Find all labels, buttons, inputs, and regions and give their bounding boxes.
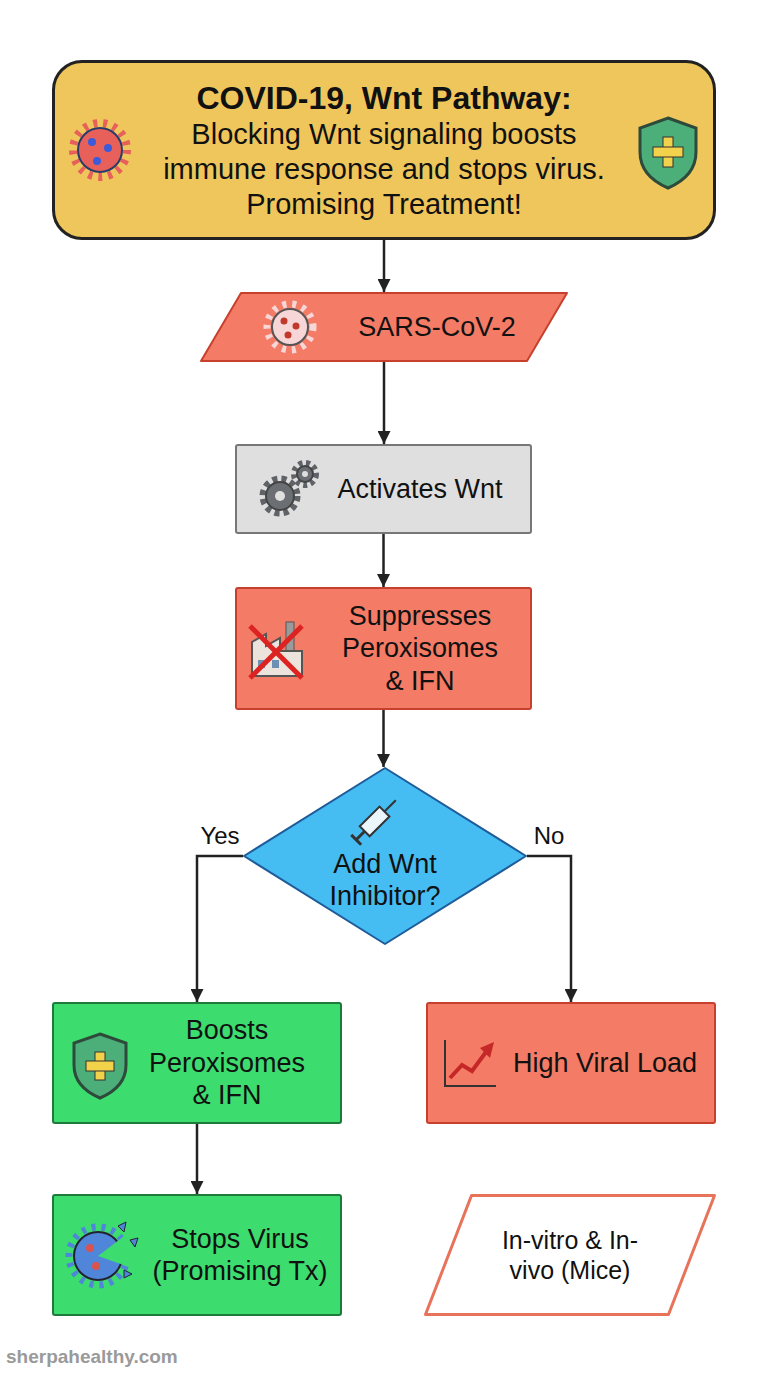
shield-icon: [86, 1061, 114, 1071]
flow-arrow: [382, 534, 385, 587]
virus-icon: [285, 332, 292, 339]
gear-icon: [266, 482, 294, 510]
outcome-box: High Viral Load: [426, 1002, 716, 1124]
virus-icon: [272, 309, 308, 345]
node-text: Blocking Wnt signaling boosts immune res…: [147, 117, 622, 221]
syringe-icon: [384, 800, 395, 811]
flow-arrow: [196, 1124, 199, 1194]
node-text: In-vitro & In-vivo (Mice): [490, 1225, 650, 1285]
gear-icon: [263, 479, 297, 513]
node-content: In-vitro & In-vivo (Mice): [424, 1194, 716, 1316]
chart-icon: [480, 1042, 494, 1058]
virus-destroyed-icon: [118, 1222, 126, 1232]
node-text: Stops Virus (Promising Tx): [140, 1223, 340, 1288]
flow-arrow: [197, 856, 243, 1002]
factory-icon: [272, 660, 279, 668]
virus-icon: [293, 323, 300, 330]
virus-destroyed-icon: [69, 1227, 127, 1285]
title-box: COVID-19, Wnt Pathway:Blocking Wnt signa…: [52, 60, 716, 240]
node-text: High Viral Load: [513, 1047, 697, 1079]
factory-icon: [250, 626, 302, 678]
shield-icon: [663, 137, 673, 167]
node-content: COVID-19, Wnt Pathway:Blocking Wnt signa…: [55, 63, 713, 237]
shield-icon: [74, 1034, 126, 1098]
syringe-icon: [360, 807, 390, 837]
node-text: Add Wnt Inhibitor?: [323, 848, 448, 913]
shield-icon: [640, 118, 696, 188]
node-content: Activates Wnt: [237, 446, 530, 532]
shape-outline: [201, 293, 567, 361]
factory-icon: [258, 660, 265, 668]
input-parallelogram: SARS-CoV-2: [200, 292, 568, 362]
virus-destroyed-icon: [69, 1222, 138, 1285]
flow-arrow: [527, 856, 571, 1002]
node-content: High Viral Load: [428, 1004, 714, 1122]
virus-icon: [93, 157, 101, 165]
virus-icon: [88, 138, 96, 146]
shield-icon: [640, 118, 696, 188]
outcome-box: Boosts Peroxisomes & IFN: [52, 1002, 342, 1124]
shape-outline: [244, 768, 526, 944]
shield-icon: [95, 1052, 105, 1080]
node-text: Suppresses Peroxisomes & IFN: [338, 600, 503, 697]
virus-icon: [73, 123, 127, 177]
process-box: Activates Wnt: [235, 444, 532, 534]
shield-icon: [653, 147, 683, 157]
node-content: SARS-CoV-2: [200, 292, 568, 362]
flow-arrow: [383, 240, 386, 292]
virus-destroyed-icon: [124, 1270, 132, 1278]
gear-icon: [275, 491, 285, 501]
branch-label: No: [534, 824, 565, 848]
branch-label: Yes: [200, 824, 239, 848]
node-heading: COVID-19, Wnt Pathway:: [196, 79, 571, 117]
gear-icon: [294, 463, 316, 485]
outcome-box: Stops Virus (Promising Tx): [52, 1194, 342, 1316]
shape-outline: [426, 1196, 715, 1315]
node-content: Stops Virus (Promising Tx): [54, 1196, 340, 1314]
virus-destroyed-icon: [130, 1238, 138, 1247]
virus-icon: [267, 304, 313, 350]
factory-icon: [252, 634, 302, 676]
node-content: Boosts Peroxisomes & IFN: [54, 1004, 340, 1122]
factory-icon: [250, 622, 302, 678]
virus-icon: [73, 123, 127, 177]
syringe-icon: [351, 835, 361, 845]
factory-icon: [286, 622, 294, 652]
watermark: sherpahealthy.com: [6, 1346, 178, 1368]
node-content: Add Wnt Inhibitor?: [243, 767, 527, 945]
gear-icon: [263, 463, 316, 513]
node-content: Suppresses Peroxisomes & IFN: [237, 589, 530, 708]
chart-icon: [445, 1040, 496, 1086]
virus-destroyed-icon: [92, 1262, 100, 1270]
node-text: Activates Wnt: [337, 473, 502, 505]
chart-icon: [450, 1052, 486, 1078]
shield-icon: [74, 1034, 126, 1098]
node-text: Boosts Peroxisomes & IFN: [145, 1014, 310, 1111]
virus-destroyed-icon: [74, 1232, 122, 1280]
virus-icon: [78, 128, 122, 172]
note-parallelogram: In-vitro & In-vivo (Mice): [424, 1194, 716, 1316]
process-box: Suppresses Peroxisomes & IFN: [235, 587, 532, 710]
syringe-icon: [356, 831, 364, 839]
virus-destroyed-icon: [86, 1244, 94, 1252]
flow-arrow: [383, 362, 386, 444]
chart-icon: [445, 1040, 496, 1086]
decision-diamond: Add Wnt Inhibitor?: [243, 767, 527, 945]
parallelogram-outline: [424, 1194, 716, 1316]
syringe-icon: [351, 795, 400, 844]
virus-icon: [267, 304, 313, 350]
virus-icon: [104, 144, 112, 152]
gear-icon: [302, 471, 308, 477]
virus-icon: [281, 318, 288, 325]
virus-destroyed-icon: [98, 1230, 132, 1268]
factory-icon: [250, 626, 302, 678]
flow-arrow: [382, 710, 385, 767]
node-text: SARS-CoV-2: [358, 311, 516, 343]
gear-icon: [297, 466, 313, 482]
